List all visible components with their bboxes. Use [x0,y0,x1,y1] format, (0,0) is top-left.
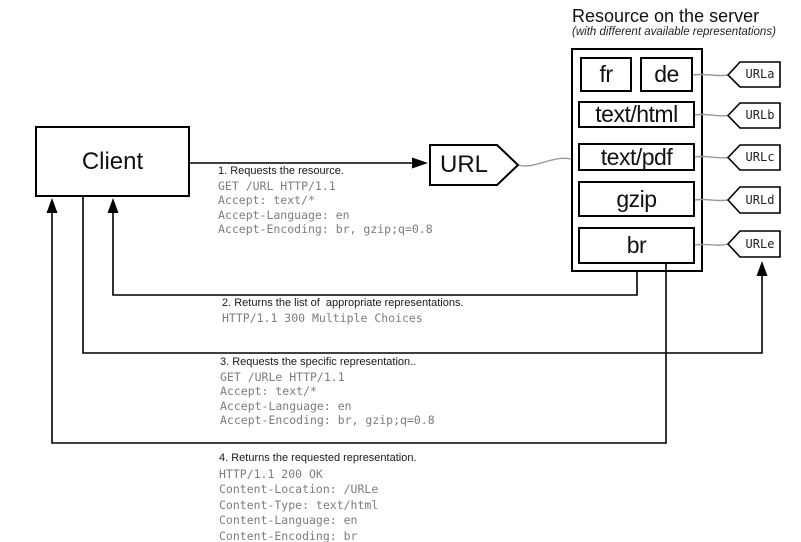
representation-box-gzip: gzip [578,181,695,217]
http-line: Accept-Language: en [220,398,352,413]
urld-tag-label: URLd [745,193,775,207]
msg4-arrowhead-icon [46,198,58,213]
connector-texthtml-urlb [694,113,729,117]
urle-tag-label: URLe [745,237,775,251]
message-1-block: 1. Requests the resource. GET /URL HTTP/… [218,164,433,237]
representation-label: text/pdf [600,143,673,170]
http-line: Accept-Encoding: br, gzip;q=0.8 [220,413,435,428]
message-title: 3. Requests the specific representation.… [220,356,417,368]
client-label: Client [81,147,144,175]
url-to-resource-connector [517,157,572,167]
http-line: GET /URLe HTTP/1.1 [220,369,345,384]
http-line: Accept-Encoding: br, gzip;q=0.8 [218,222,433,237]
message-4-block: 4. Returns the requested representation.… [219,451,417,542]
client-box: Client [35,126,190,197]
msg3-request-line [82,197,763,354]
urlb-tag-label: URLb [745,108,775,122]
msg1-arrowhead-icon [412,157,428,169]
server-subtitle: (with different available representation… [572,26,776,38]
connector-textpdf-urlc [694,155,729,159]
msg3-arrowhead-icon [756,261,768,276]
connector-de-urla [692,73,729,77]
urla-tag-label: URLa [745,67,775,81]
server-title: Resource on the server [572,6,760,26]
message-title: 4. Returns the requested representation. [219,452,417,464]
representation-box-texthtml: text/html [578,101,695,128]
http-line: HTTP/1.1 300 Multiple Choices [222,310,423,325]
representation-label: br [626,232,647,258]
urlb-tag-shape [726,102,781,129]
connector-gzip-urld [694,198,729,202]
http-line: HTTP/1.1 200 OK [219,466,323,481]
http-line: Content-Language: en [219,513,358,528]
message-title: 2. Returns the list of appropriate repre… [222,297,464,309]
urle-tag-shape [726,230,781,258]
urla-tag-shape [726,61,781,88]
message-3-block: 3. Requests the specific representation.… [220,355,435,428]
http-line: Content-Type: text/html [219,497,379,512]
representation-box-de: de [640,57,693,92]
msg2-arrowhead-icon [107,198,119,213]
representation-label: fr [599,61,613,87]
http-line: Content-Location: /URLe [219,482,379,497]
representation-label: gzip [616,185,657,212]
connector-br-urle [694,243,729,246]
representation-box-fr: fr [580,57,632,92]
http-line: Accept: text/* [218,193,315,208]
resource-outer-box [571,48,703,272]
urlc-tag-label: URLc [745,150,775,164]
http-line: GET /URL HTTP/1.1 [218,178,336,193]
representation-label: de [654,61,679,87]
representation-label: text/html [595,101,678,127]
msg4-return-line [51,213,667,444]
urlc-tag-shape [726,144,781,171]
representation-box-textpdf: text/pdf [578,143,695,171]
http-line: Content-Encoding: br [219,528,358,542]
http-line: Accept: text/* [220,384,317,399]
message-title: 1. Requests the resource. [218,165,344,177]
representation-box-br: br [578,227,695,264]
http-line: Accept-Language: en [218,207,350,222]
message-2-block: 2. Returns the list of appropriate repre… [222,296,464,325]
urld-tag-shape [726,186,781,214]
url-node-shape [429,144,520,186]
url-node-label: URL [439,151,488,178]
msg2-return-line [112,213,638,296]
